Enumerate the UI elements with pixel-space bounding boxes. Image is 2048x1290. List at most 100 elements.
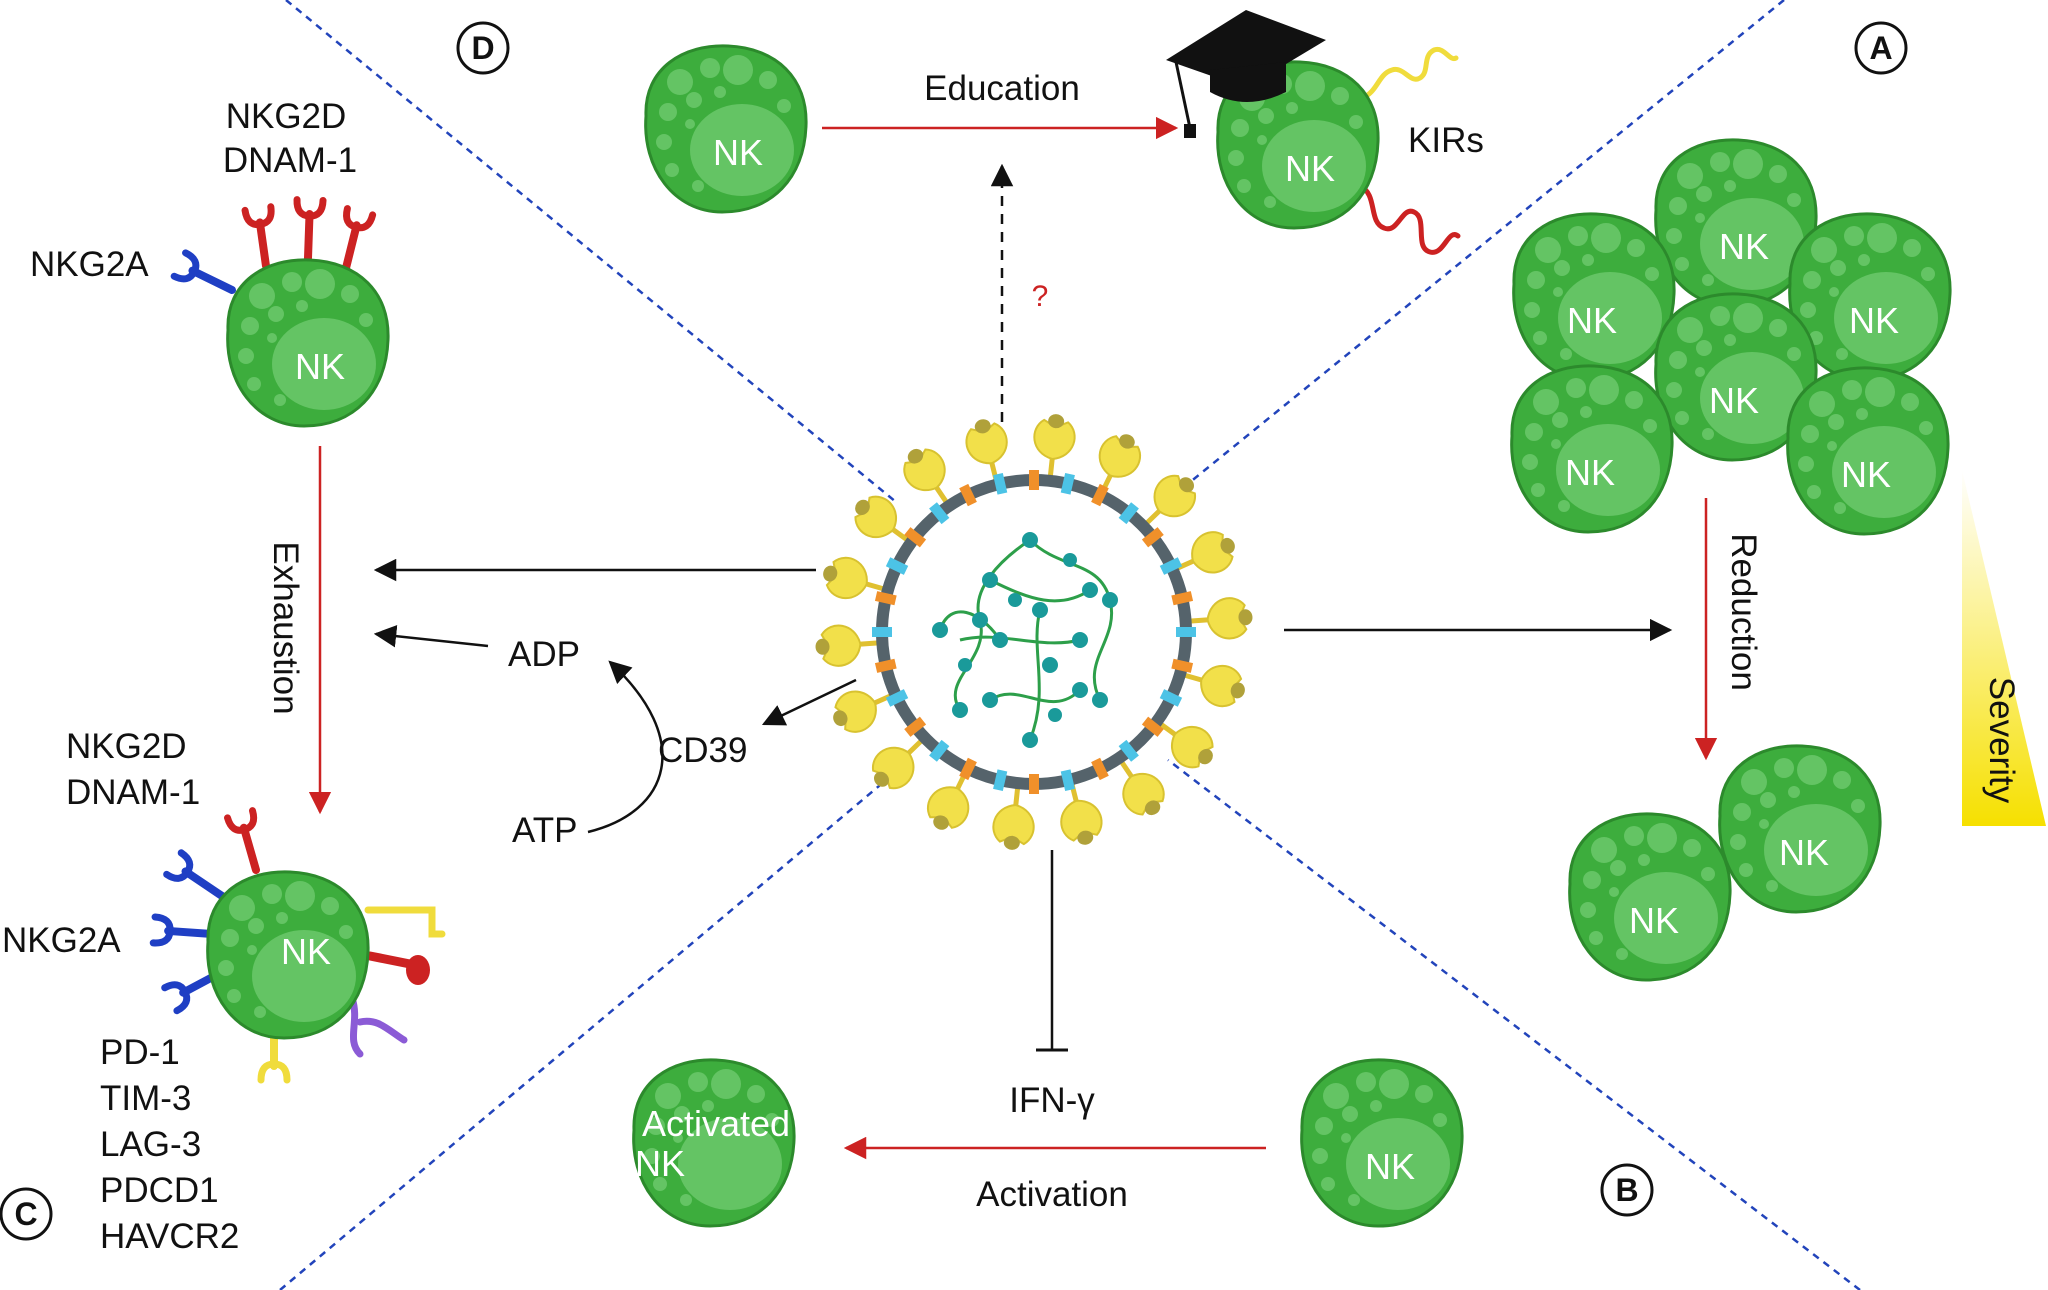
nkg2d-receptor-2 [333, 209, 372, 272]
nk-cell-uneducated: NK [644, 44, 808, 214]
envelope-protein [885, 689, 909, 707]
nkg2a-receptor-exhausted-2 [153, 917, 213, 947]
panel-letter-d-text: D [471, 30, 494, 66]
cd39-label: CD39 [658, 731, 747, 770]
panel-d-education: NK Education NK KIRs ? [644, 10, 1484, 422]
activated-label-line2: NK [635, 1143, 685, 1184]
atp-label: ATP [512, 811, 577, 850]
panel-letter-c: C [0, 1187, 53, 1241]
exhaustion-label: Exhaustion [266, 541, 305, 714]
adp-to-exhaustion-arrow [373, 624, 489, 648]
spike-protein [961, 415, 1015, 486]
nk-cell-label: NK [1849, 300, 1899, 341]
nk-cell-reduced-1: NK [1718, 744, 1882, 914]
envelope-protein [1118, 502, 1139, 525]
quadrant-dividers [279, 0, 1861, 1290]
education-label: Education [924, 69, 1080, 108]
nk-cell-label: NK [281, 931, 331, 972]
envelope-protein [885, 557, 909, 575]
envelope-protein [929, 502, 950, 525]
nk-cell-label: NK [1365, 1146, 1415, 1187]
checkpoint-labels: PD-1 TIM-3 LAG-3 PDCD1 HAVCR2 [100, 1033, 239, 1256]
membrane-protein [874, 658, 897, 673]
membrane-protein [1141, 527, 1164, 548]
nk-cell-cluster-6: NK [1786, 366, 1950, 536]
spike-protein [1052, 778, 1106, 849]
sars-cov-2-virion [814, 412, 1254, 852]
kir-receptor-yellow [1359, 46, 1459, 101]
adp-label: ADP [508, 635, 580, 674]
spike-protein [1188, 597, 1254, 642]
nkg2a-receptor [174, 253, 238, 302]
dnam1-receptor [295, 200, 323, 259]
nk-cell-cluster-3: NK [1788, 212, 1952, 382]
nkg2a-label-bottom: NKG2A [2, 921, 121, 960]
nk-cell-cluster-1: NK [1654, 138, 1818, 308]
nk-cell-reduced-2: NK [1568, 812, 1732, 982]
nk-cell-label: NK [1565, 452, 1615, 493]
unknown-mechanism-label: ? [1032, 280, 1049, 313]
nk-cell-label: NK [1719, 226, 1769, 267]
membrane-protein [1091, 483, 1109, 507]
membrane-protein [1029, 470, 1039, 490]
nk-cell-healthy: NK [226, 258, 390, 428]
panel-letter-a-text: A [1869, 30, 1892, 66]
lag3-receptor [365, 951, 415, 969]
membrane-protein [874, 591, 897, 606]
checkpoint-label: PDCD1 [100, 1171, 219, 1210]
viral-rna-genome [932, 532, 1118, 748]
nk-cell-cluster-4: NK [1654, 292, 1818, 462]
panel-a-reduction: NK NK NK NK NK NK Reduction NK NK Severi… [1510, 138, 2046, 982]
panel-letter-c-text: C [14, 1196, 37, 1232]
nk-cell-label: NK [295, 346, 345, 387]
nkg2d-receptor-exhausted [228, 811, 269, 874]
panel-letter-a: A [1854, 21, 1908, 75]
nk-cell-educated: NK [1216, 60, 1380, 230]
reduction-label: Reduction [1724, 533, 1763, 691]
checkpoint-label: HAVCR2 [100, 1217, 239, 1256]
nkg2a-label-top: NKG2A [30, 245, 149, 284]
divider-top-right [1167, 0, 1785, 501]
nk-cell-label: NK [1709, 380, 1759, 421]
nk-cell-label: NK [1285, 148, 1335, 189]
panel-letter-d: D [456, 21, 510, 75]
panel-letter-b-text: B [1615, 1172, 1638, 1208]
divider-top-left [285, 0, 897, 503]
envelope-protein [993, 769, 1008, 792]
membrane-protein [904, 716, 927, 737]
envelope-protein [1118, 739, 1139, 762]
severity-label: Severity [1982, 677, 2021, 804]
nkg2d-label-bottom: NKG2D [66, 727, 187, 766]
envelope-protein [872, 627, 892, 637]
envelope-protein [929, 739, 950, 762]
spike-protein [814, 623, 880, 668]
membrane-protein [1091, 757, 1109, 781]
severity-wedge [1962, 470, 2046, 826]
membrane-protein [1171, 658, 1194, 673]
divider-bottom-left [279, 769, 899, 1290]
envelope-protein [1060, 472, 1075, 495]
nkg2d-receptor [245, 207, 279, 268]
spike-protein [1030, 412, 1077, 479]
nk-cell-label: NK [1779, 832, 1829, 873]
membrane-protein [959, 483, 977, 507]
envelope-protein [1159, 557, 1183, 575]
envelope-protein [1176, 627, 1196, 637]
tim3-receptor [364, 906, 446, 938]
havcr2-receptor [348, 994, 408, 1058]
kir-receptor-red [1357, 183, 1461, 255]
checkpoint-label: TIM-3 [100, 1079, 191, 1118]
checkpoint-label: LAG-3 [100, 1125, 201, 1164]
nk-cell-label: NK [1629, 900, 1679, 941]
ifn-gamma-label: IFN-γ [1009, 1081, 1095, 1120]
nk-cell-label: NK [1841, 454, 1891, 495]
spike-protein [991, 785, 1038, 852]
nkg2d-label-top: NKG2D [226, 97, 347, 136]
nk-cell-resting: NK [1300, 1058, 1464, 1228]
activation-label: Activation [976, 1175, 1128, 1214]
membrane-protein [1029, 774, 1039, 794]
membrane-protein [1141, 716, 1164, 737]
envelope-protein [1159, 689, 1183, 707]
membrane-protein [959, 757, 977, 781]
